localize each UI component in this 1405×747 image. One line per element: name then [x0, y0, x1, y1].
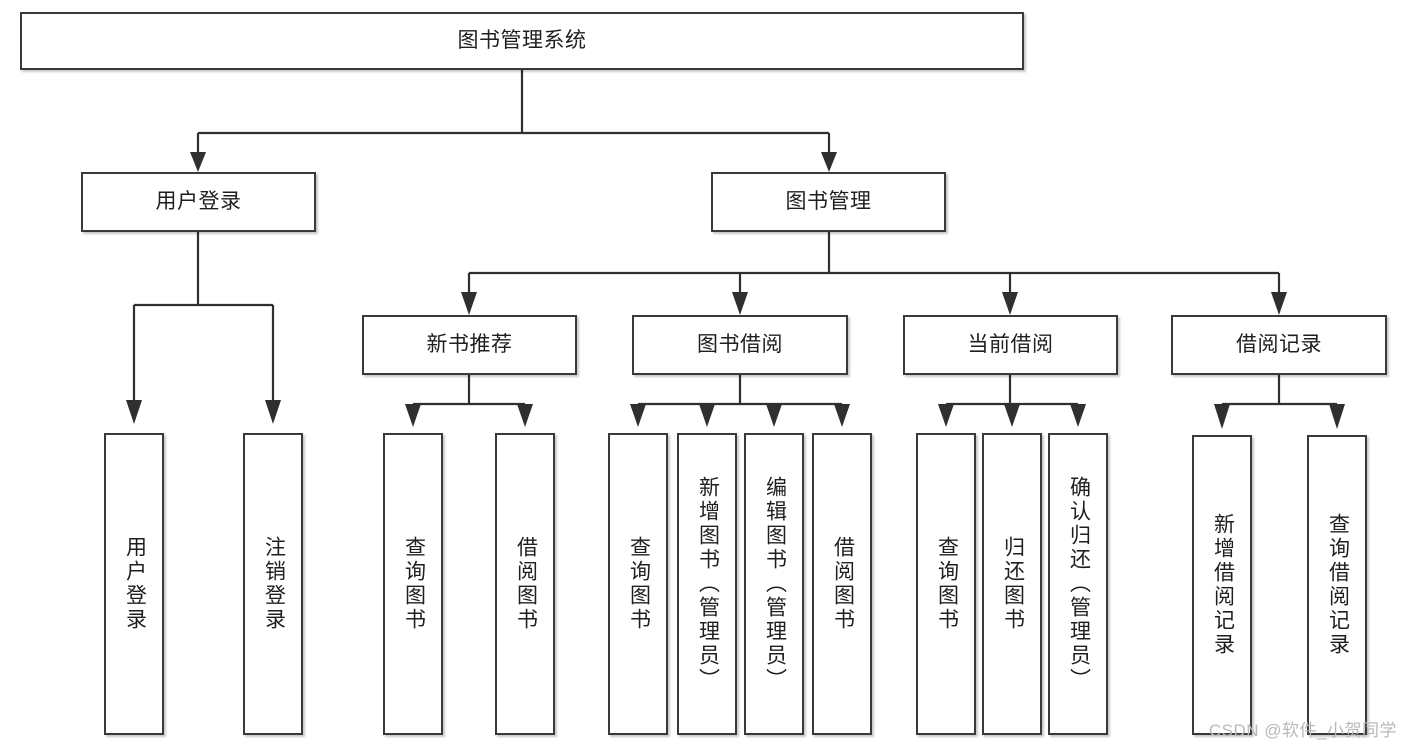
- node-borrow-record[interactable]: 借阅记录: [1171, 315, 1387, 375]
- node-label: 借阅图书: [831, 536, 855, 632]
- node-label: 确认归还（管理员）: [1067, 476, 1091, 692]
- node-new-book-recommend[interactable]: 新书推荐: [362, 315, 577, 375]
- node-label: 查询图书: [935, 536, 959, 632]
- node-book-borrow[interactable]: 图书借阅: [632, 315, 848, 375]
- node-label: 图书管理: [785, 189, 872, 213]
- node-label: 归还图书: [1001, 536, 1025, 632]
- node-leaf-return-book[interactable]: 归还图书: [982, 433, 1042, 735]
- node-label: 用户登录: [155, 189, 242, 213]
- node-leaf-edit-book[interactable]: 编辑图书（管理员）: [744, 433, 804, 735]
- node-leaf-user-login[interactable]: 用户登录: [104, 433, 164, 735]
- node-label: 图书借阅: [697, 332, 783, 356]
- node-leaf-add-borrow-record[interactable]: 新增借阅记录: [1192, 435, 1252, 735]
- node-label: 查询借阅记录: [1326, 513, 1350, 657]
- node-label: 查询图书: [627, 536, 651, 632]
- node-label: 注销登录: [262, 536, 286, 632]
- node-label: 查询图书: [402, 536, 426, 632]
- node-current-borrow[interactable]: 当前借阅: [903, 315, 1118, 375]
- node-label: 用户登录: [123, 536, 147, 632]
- node-root-book-management-system[interactable]: 图书管理系统: [20, 12, 1024, 70]
- node-leaf-query-borrow-record[interactable]: 查询借阅记录: [1307, 435, 1367, 735]
- node-leaf-borrow-book-recommend[interactable]: 借阅图书: [495, 433, 555, 735]
- node-leaf-logout-login[interactable]: 注销登录: [243, 433, 303, 735]
- node-leaf-query-book-borrow[interactable]: 查询图书: [608, 433, 668, 735]
- node-leaf-query-book-current[interactable]: 查询图书: [916, 433, 976, 735]
- node-label: 图书管理系统: [457, 28, 587, 52]
- node-label: 借阅记录: [1236, 332, 1322, 356]
- node-user-login[interactable]: 用户登录: [81, 172, 316, 232]
- node-label: 当前借阅: [967, 332, 1054, 356]
- node-label: 借阅图书: [514, 536, 538, 632]
- watermark-text: CSDN @软件_小贺同学: [1208, 721, 1397, 740]
- node-leaf-query-book-recommend[interactable]: 查询图书: [383, 433, 443, 735]
- node-leaf-add-book[interactable]: 新增图书（管理员）: [677, 433, 737, 735]
- node-label: 新增借阅记录: [1211, 513, 1235, 657]
- node-label: 编辑图书（管理员）: [763, 476, 787, 692]
- node-label: 新增图书（管理员）: [696, 476, 720, 692]
- node-book-management[interactable]: 图书管理: [711, 172, 946, 232]
- node-leaf-confirm-return[interactable]: 确认归还（管理员）: [1048, 433, 1108, 735]
- node-label: 新书推荐: [426, 332, 513, 356]
- node-leaf-borrow-book[interactable]: 借阅图书: [812, 433, 872, 735]
